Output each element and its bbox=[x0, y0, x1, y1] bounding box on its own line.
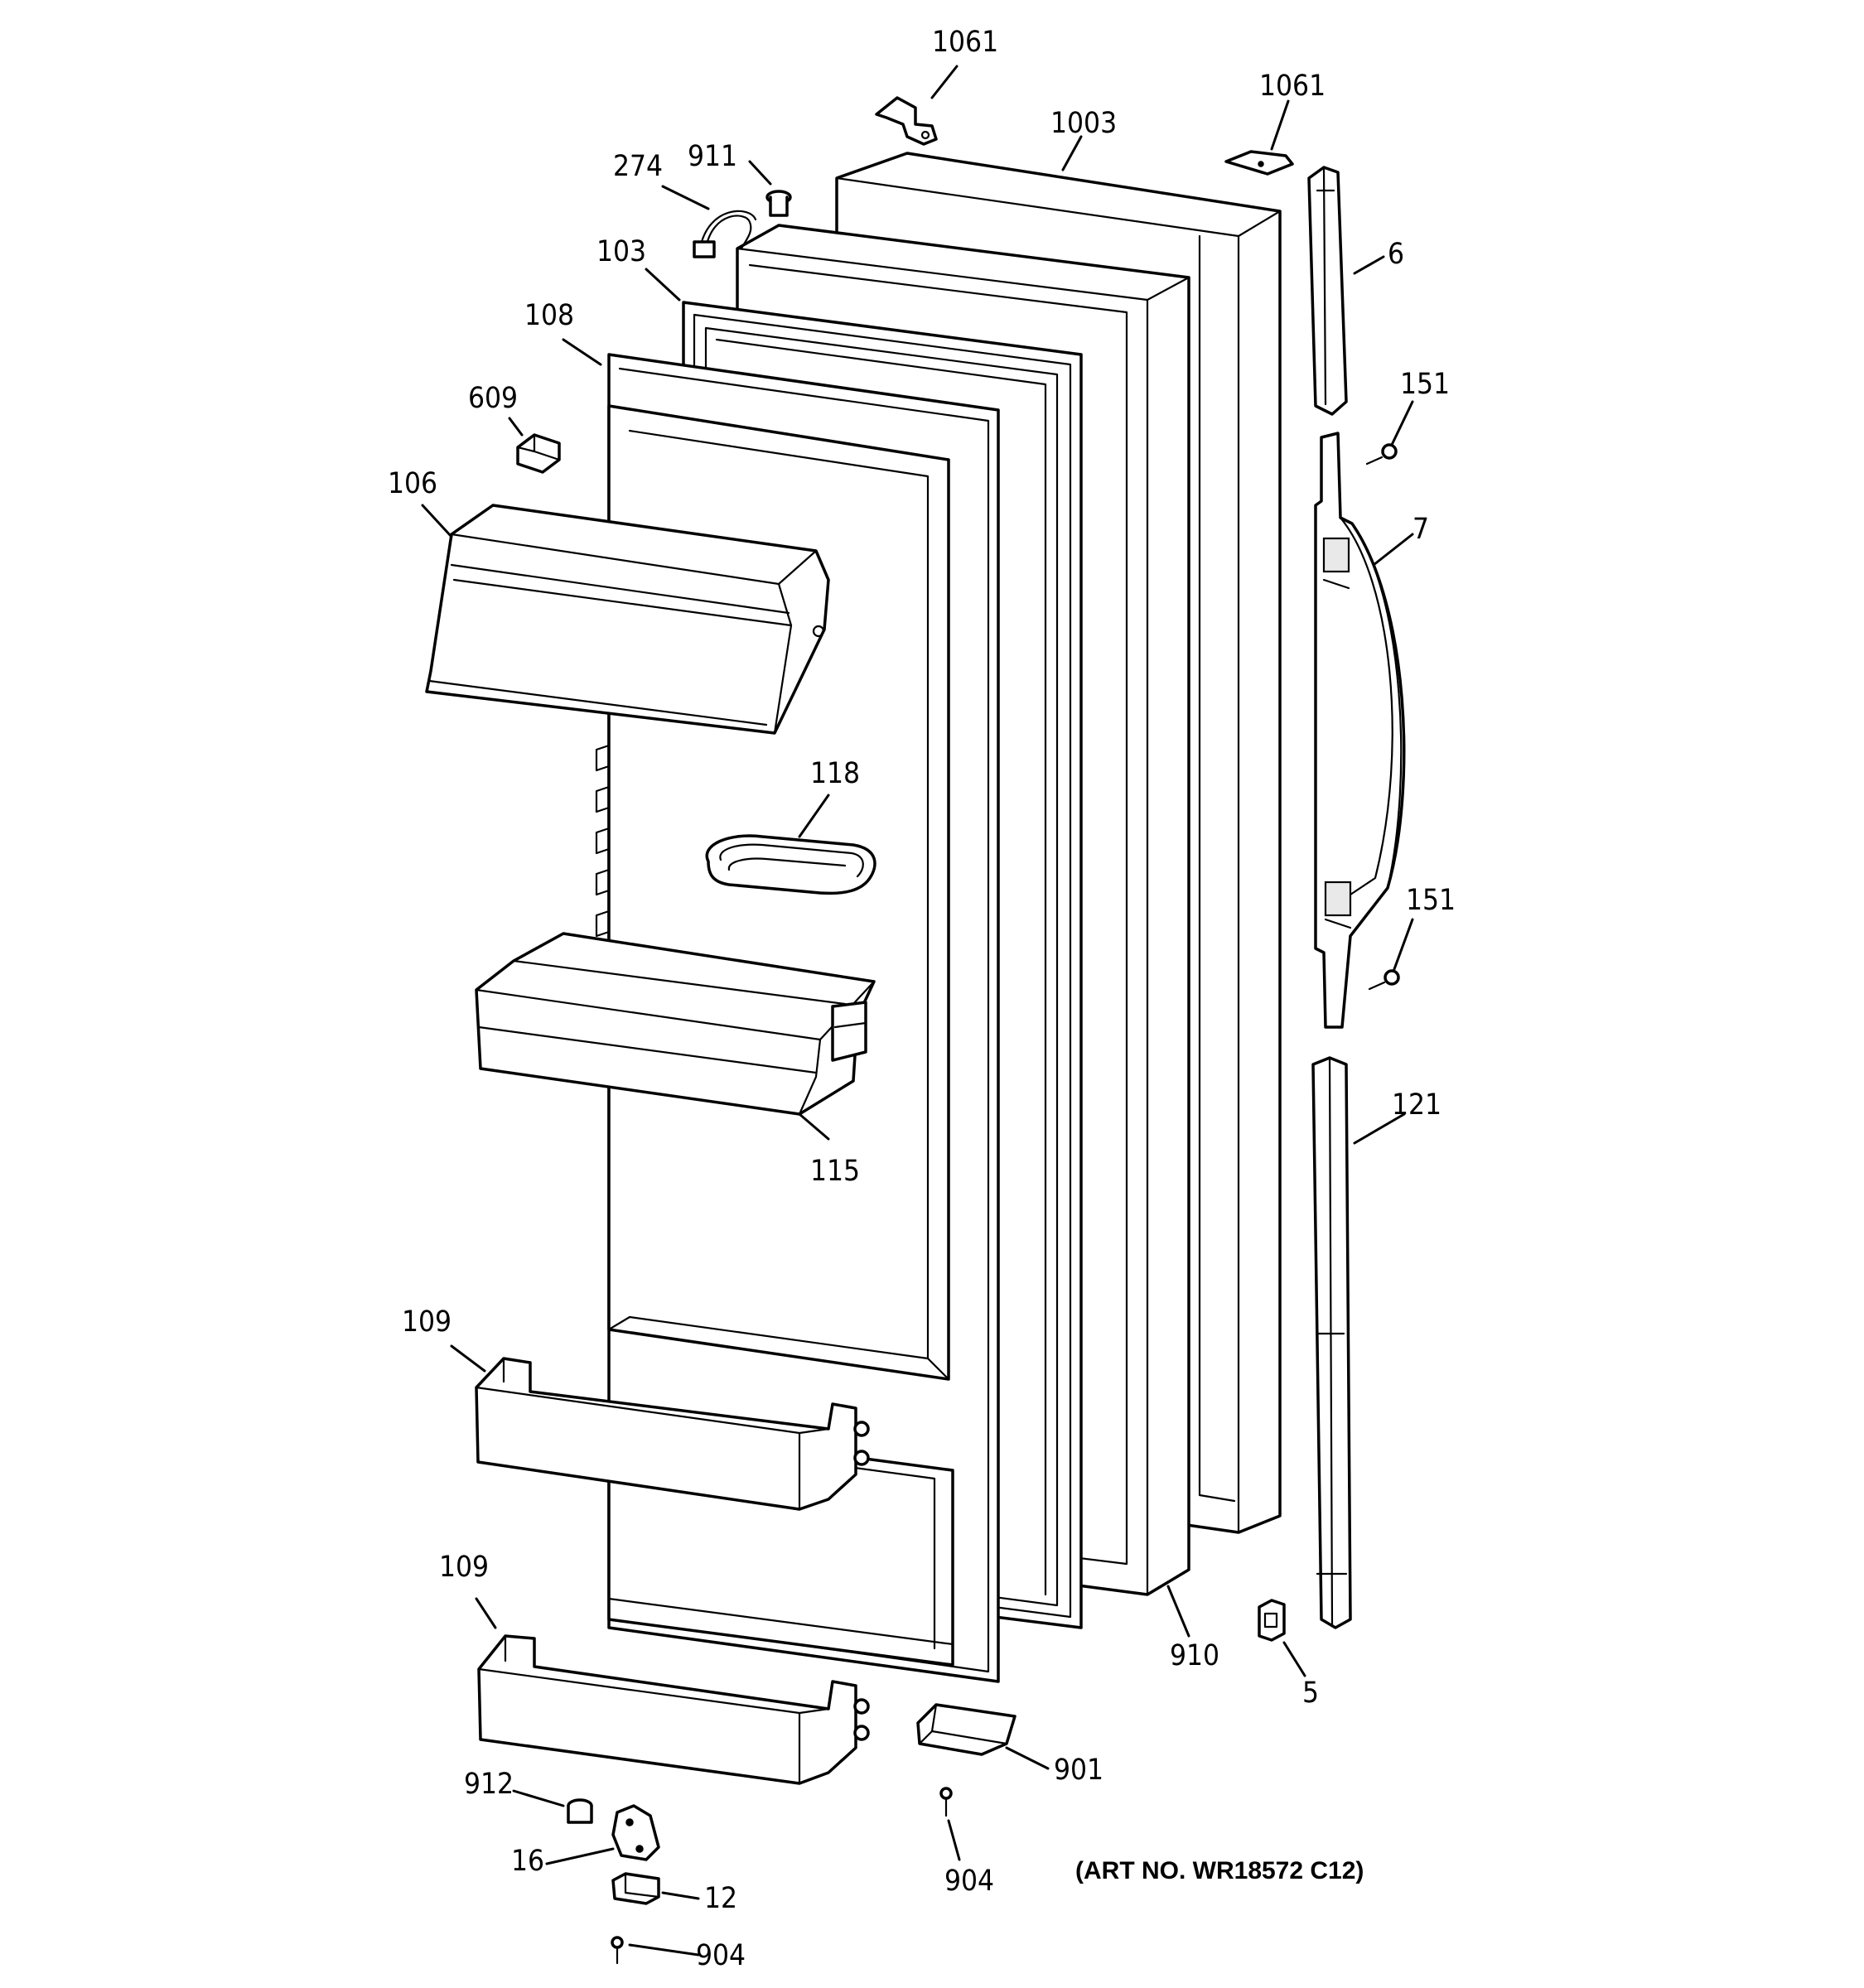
callout-151-lower: 151 bbox=[1406, 884, 1456, 917]
part-1061-cover-right bbox=[1224, 150, 1294, 176]
part-274-harness bbox=[693, 210, 757, 258]
part-5-block bbox=[1258, 1599, 1286, 1642]
part-901-hinge-cover bbox=[916, 1703, 1017, 1756]
callout-115: 115 bbox=[810, 1155, 860, 1188]
callout-106: 106 bbox=[388, 467, 437, 500]
callout-904-left: 904 bbox=[696, 1939, 746, 1972]
callout-151-upper: 151 bbox=[1400, 368, 1450, 401]
callout-labels: 1061 1061 1003 911 274 103 108 609 106 6… bbox=[388, 26, 1456, 1972]
part-904-screw-right bbox=[939, 1787, 953, 1817]
part-904-screw-left bbox=[611, 1936, 624, 1965]
callout-904-right: 904 bbox=[944, 1865, 994, 1898]
callout-12: 12 bbox=[704, 1882, 737, 1915]
callout-912: 912 bbox=[464, 1768, 514, 1801]
callout-109-upper: 109 bbox=[402, 1305, 452, 1339]
part-7-handle bbox=[1314, 432, 1406, 1029]
part-118-tray bbox=[705, 834, 876, 895]
callout-609: 609 bbox=[468, 382, 518, 415]
callout-901: 901 bbox=[1054, 1754, 1103, 1787]
callout-108: 108 bbox=[524, 299, 574, 332]
callout-1061-left: 1061 bbox=[932, 26, 998, 59]
part-109-door-bin-upper bbox=[475, 1357, 870, 1511]
part-115-shelf-bin bbox=[475, 932, 876, 1116]
callout-6: 6 bbox=[1388, 238, 1404, 271]
art-number: (ART NO. WR18572 C12) bbox=[1075, 1857, 1364, 1884]
callout-103: 103 bbox=[596, 235, 646, 268]
callout-1003: 1003 bbox=[1050, 107, 1117, 140]
part-6-trim-top bbox=[1307, 166, 1348, 416]
callout-274: 274 bbox=[613, 150, 663, 183]
leader-lines bbox=[421, 65, 1414, 1957]
callout-5: 5 bbox=[1302, 1677, 1319, 1710]
part-121-trim-bottom bbox=[1311, 1056, 1352, 1629]
part-106-dairy-bin bbox=[425, 504, 830, 735]
part-609-switch bbox=[516, 433, 561, 474]
part-912-pin bbox=[567, 1798, 593, 1824]
callout-1061-right: 1061 bbox=[1259, 70, 1326, 103]
part-911-plug bbox=[765, 190, 792, 217]
callout-16: 16 bbox=[511, 1845, 544, 1878]
part-1061-hinge-cap-left bbox=[875, 96, 938, 146]
part-16-bottom-hinge bbox=[611, 1804, 660, 1861]
callout-911: 911 bbox=[688, 140, 737, 173]
part-151-screw-lower bbox=[1368, 969, 1400, 991]
part-109-door-bin-lower bbox=[477, 1634, 870, 1785]
callout-121: 121 bbox=[1392, 1088, 1441, 1122]
part-12-clip bbox=[611, 1872, 660, 1905]
callout-7: 7 bbox=[1412, 513, 1429, 546]
callout-109-lower: 109 bbox=[439, 1551, 489, 1584]
callout-910: 910 bbox=[1170, 1639, 1219, 1672]
callout-118: 118 bbox=[810, 757, 860, 790]
part-151-screw-upper bbox=[1365, 443, 1398, 466]
